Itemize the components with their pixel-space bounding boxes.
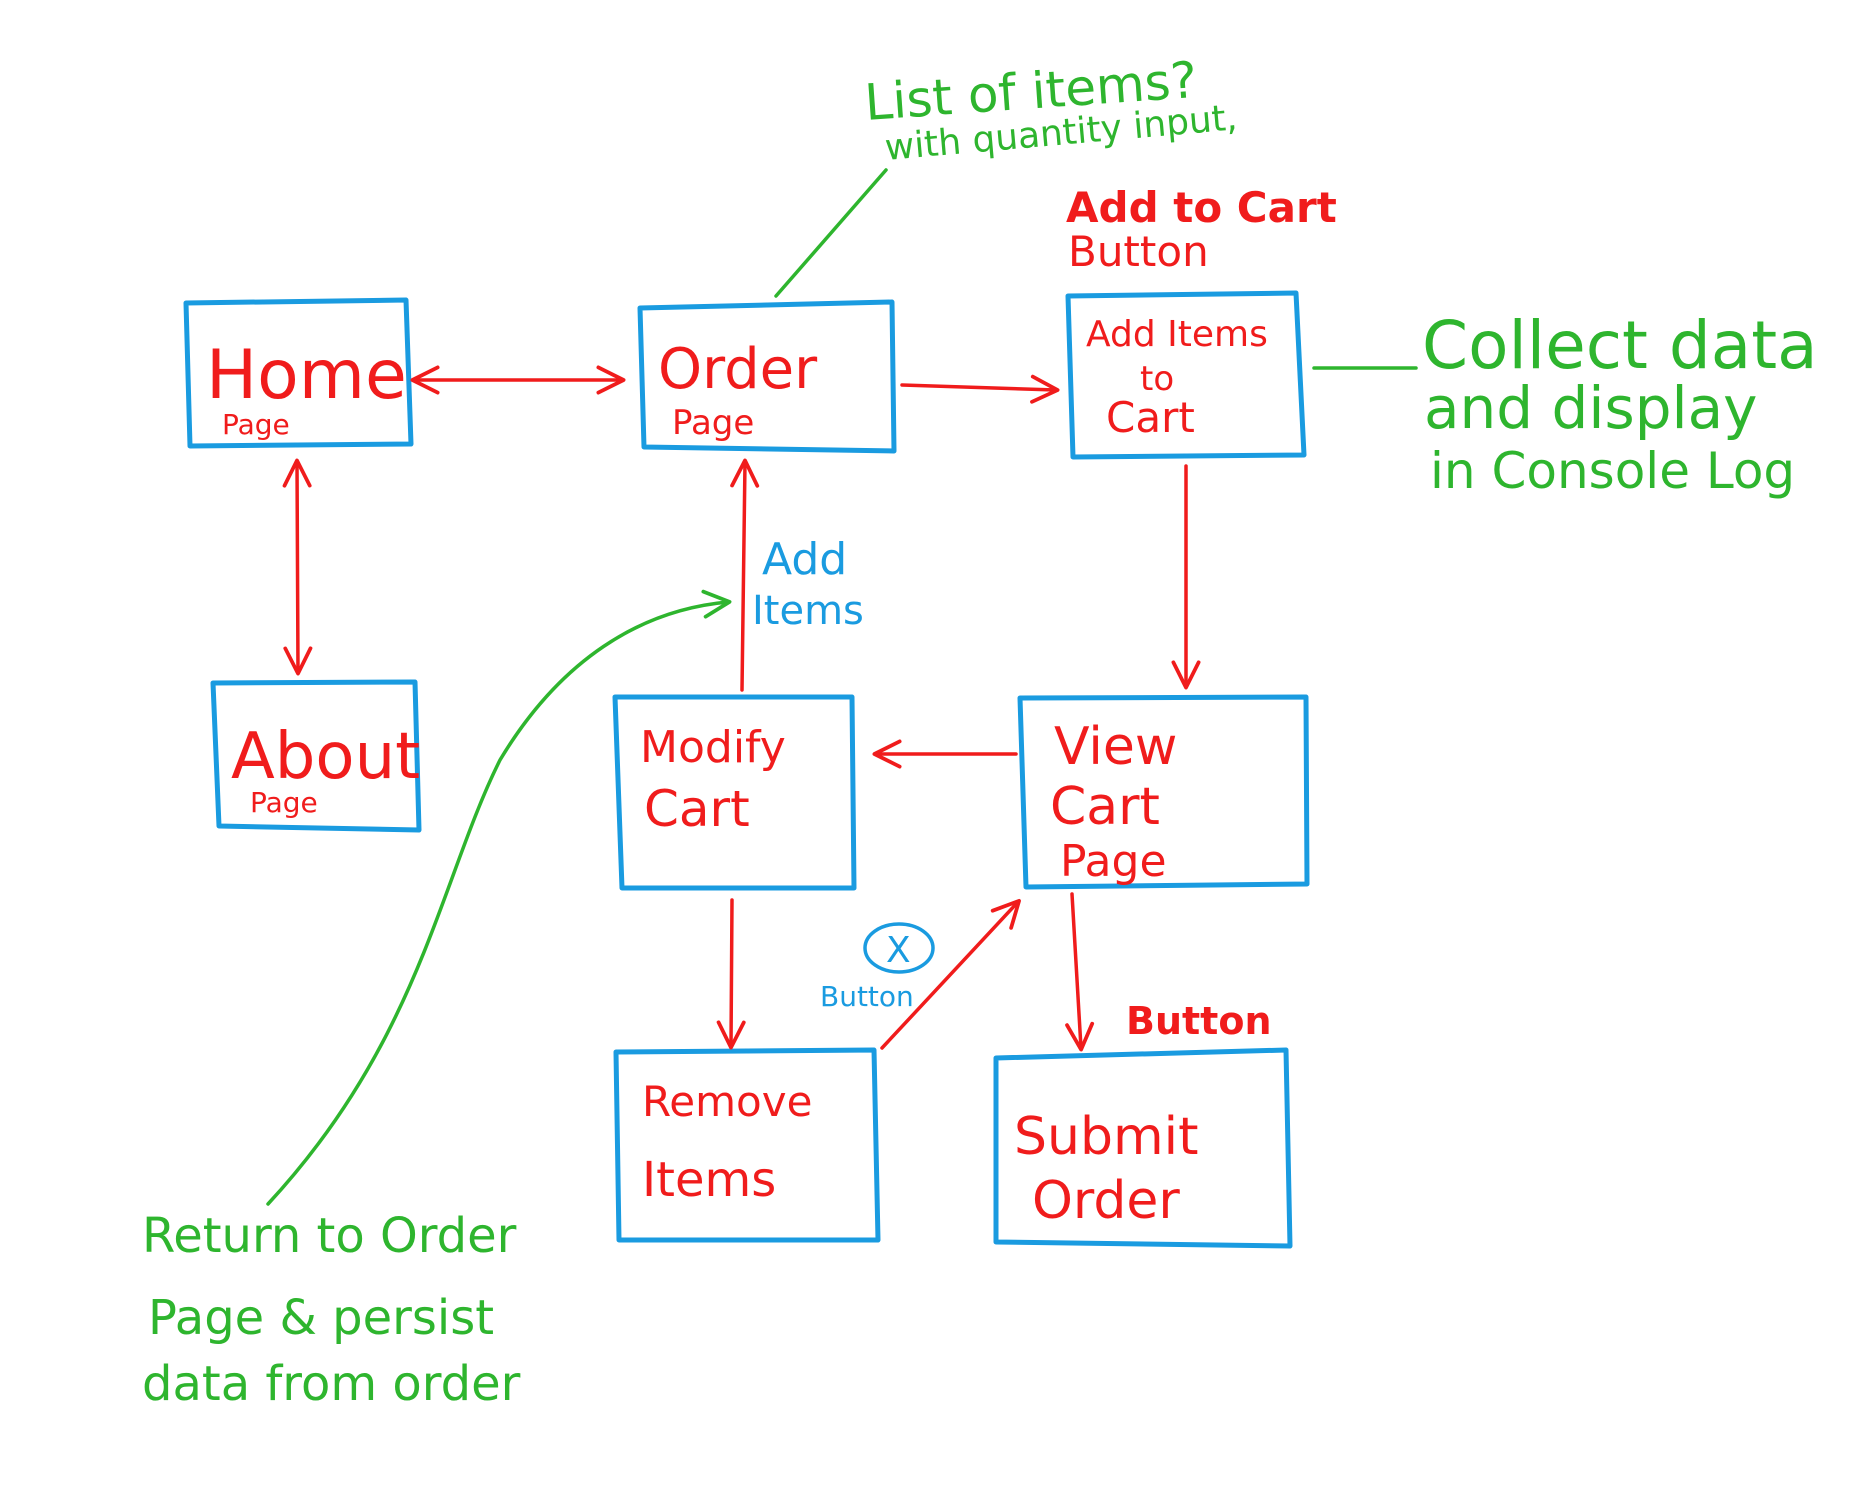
add-items-to-cart-node: Add Items to Cart [1065, 290, 1307, 460]
add-items-line2: to [1140, 359, 1174, 399]
remove-items-box [613, 1047, 881, 1243]
modify-cart-line2: Cart [644, 780, 750, 838]
remove-items-line2: Items [642, 1152, 776, 1208]
submit-order-box [993, 1047, 1293, 1249]
view-cart-line3: Page [1060, 836, 1167, 887]
order-node: Order Page [637, 299, 897, 454]
about-node: About Page [210, 679, 422, 833]
return-note-line1: Return to Order [142, 1208, 517, 1264]
x-button-symbol: X [886, 930, 911, 971]
order-title: Order [658, 337, 818, 402]
view-cart-box [1017, 694, 1310, 890]
collect-note-line1: Collect data [1422, 307, 1818, 384]
submit-order-line1: Submit [1014, 1107, 1198, 1167]
arrow-remove-viewcart [880, 898, 1021, 1050]
modify-cart-node: Modify Cart [612, 694, 857, 891]
about-title: About [231, 720, 420, 794]
submit-button-label: Button [1126, 999, 1272, 1043]
remove-items-line1: Remove [642, 1077, 812, 1126]
return-note-line3: data from order [142, 1356, 521, 1412]
home-box [183, 297, 414, 449]
add-to-cart-button-label-line1: Add to Cart [1066, 183, 1337, 232]
x-button-icon: X [863, 922, 935, 974]
home-node: Home Page [183, 297, 414, 449]
connector-return-note [266, 589, 732, 1206]
arrow-order-addcart [900, 374, 1060, 404]
view-cart-node: View Cart Page [1017, 694, 1310, 890]
arrow-viewcart-submit [1065, 892, 1095, 1052]
modify-cart-box [612, 694, 857, 891]
add-items-line1: Add Items [1086, 314, 1268, 355]
collect-note-line2: and display [1424, 374, 1758, 442]
blue-labels: Add Items X Button [752, 534, 935, 1013]
submit-order-node: Submit Order [993, 1047, 1293, 1249]
flow-arrows [282, 365, 1201, 1052]
connector-list-note [774, 168, 888, 298]
view-cart-line1: View [1054, 717, 1177, 777]
green-notes: List of items? with quantity input, Coll… [142, 51, 1818, 1412]
about-box [210, 679, 422, 833]
view-cart-line2: Cart [1050, 777, 1160, 837]
home-subtitle: Page [222, 408, 290, 441]
add-items-label-line2: Items [752, 588, 864, 634]
return-note-line2: Page & persist [148, 1290, 494, 1346]
add-items-line3: Cart [1106, 393, 1195, 442]
order-box [637, 299, 897, 454]
order-subtitle: Page [672, 403, 754, 443]
modify-cart-line1: Modify [640, 722, 786, 773]
add-to-cart-button-label-line2: Button [1068, 227, 1209, 276]
add-items-box [1065, 290, 1307, 460]
red-labels: Add to Cart Button Button [1066, 183, 1337, 1043]
arrow-home-about [282, 458, 313, 676]
note-connectors [266, 168, 1418, 1206]
collect-note-line3: in Console Log [1430, 442, 1795, 500]
add-items-label-line1: Add [762, 534, 847, 585]
x-button-label: Button [820, 980, 914, 1013]
remove-items-node: Remove Items [613, 1047, 881, 1243]
arrow-modify-remove [716, 898, 746, 1050]
about-subtitle: Page [250, 786, 318, 819]
arrow-modify-order [730, 458, 760, 692]
submit-order-line2: Order [1032, 1171, 1180, 1231]
home-title: Home [206, 336, 407, 415]
